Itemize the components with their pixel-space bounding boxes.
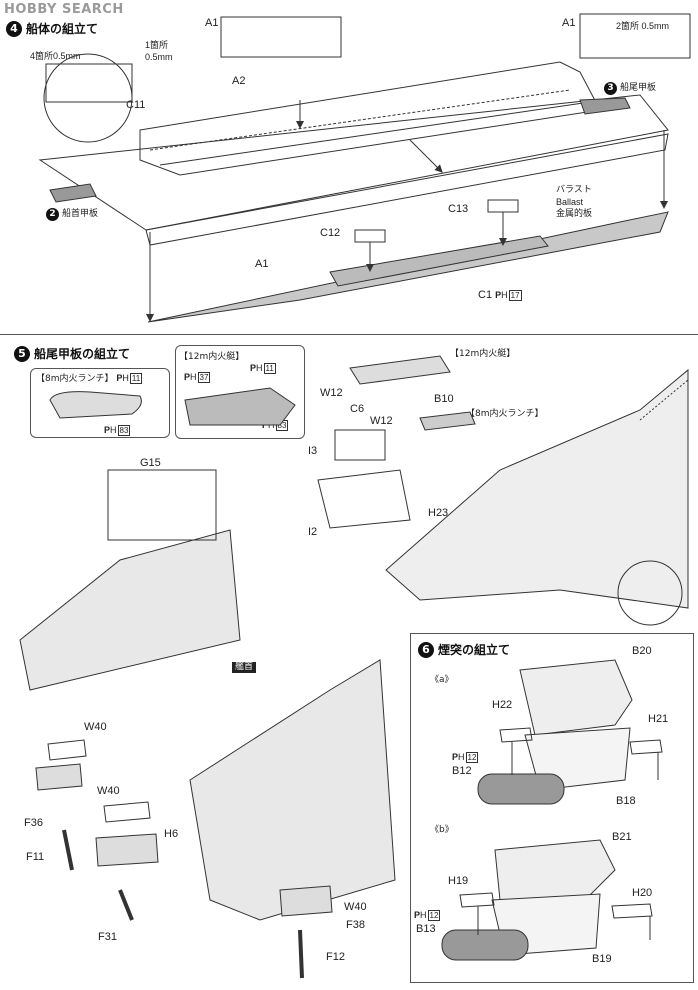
step6-sub-a: 《a》 xyxy=(430,675,454,685)
funnel-b20 xyxy=(519,659,633,736)
ballast-en: Ballast xyxy=(556,197,584,207)
drawing-boats-stack xyxy=(349,355,451,385)
part-g15 xyxy=(107,469,217,541)
part-label-w12-a: W12 xyxy=(320,387,343,399)
step6-number: 6 xyxy=(418,641,434,658)
detail-circle-magnify xyxy=(43,53,133,143)
step4-note-mid: 1箇所 0.5mm xyxy=(145,40,173,62)
inset-title-12m-boat: 【12m内火艇】 xyxy=(179,352,245,362)
midship-section xyxy=(189,659,396,921)
part-label-b12: B12 xyxy=(452,765,472,777)
part-label-c12: C12 xyxy=(320,227,341,239)
part-label-a1-left: A1 xyxy=(205,17,219,29)
part-label-b13: B13 xyxy=(416,923,436,935)
part-label-c11: C11 xyxy=(126,99,146,111)
funnel-b21 xyxy=(494,839,616,901)
step6-heading: 6 煙突の組立て xyxy=(418,641,510,658)
part-f36 xyxy=(35,763,83,791)
detail-circle-stern xyxy=(617,560,683,626)
part-label-c13: C13 xyxy=(448,203,469,215)
part-i3 xyxy=(334,429,386,461)
step4-heading: 4 船体の組立て xyxy=(6,20,98,37)
part-w40-b xyxy=(103,801,151,823)
step5-title: 船尾甲板の組立て xyxy=(34,347,131,361)
part-label-b20: B20 xyxy=(632,645,652,657)
step5-heading: 5 船尾甲板の組立て xyxy=(14,345,130,362)
part-c12 xyxy=(354,229,386,243)
part-label-i2: I2 xyxy=(308,526,318,538)
part-c1-ballast xyxy=(329,235,549,287)
part-label-b21: B21 xyxy=(612,831,632,843)
hobby-search-watermark: HOBBY SEARCH xyxy=(4,2,124,17)
part-b13 xyxy=(441,929,529,961)
part-label-a1-hull: A1 xyxy=(255,258,269,270)
part-label-w40-c: W40 xyxy=(344,901,367,913)
part-a1-hull-upper xyxy=(38,94,669,231)
section-divider-4-5 xyxy=(0,334,698,335)
step4-number: 4 xyxy=(6,20,22,37)
ballast-jp: バラスト xyxy=(556,185,592,195)
part-label-a1-right: A1 xyxy=(562,17,576,29)
detail-box-a1-right xyxy=(579,13,691,59)
part-label-w40-a: W40 xyxy=(84,721,107,733)
part-bow-deck xyxy=(49,183,97,203)
ballast-cn: 金属的板 xyxy=(556,209,593,219)
label-12m-boat: 【12m内火艇】 xyxy=(450,349,516,359)
part-label-f38: F38 xyxy=(346,919,365,931)
drawing-12m-boat xyxy=(184,387,296,426)
part-label-b19: B19 xyxy=(592,953,612,965)
step5-number: 5 xyxy=(14,345,30,362)
part-h6 xyxy=(95,833,159,867)
part-label-h6: H6 xyxy=(164,828,179,840)
step4-title: 船体の組立て xyxy=(26,22,99,36)
part-label-b10: B10 xyxy=(434,393,454,405)
part-label-g15: G15 xyxy=(140,457,161,469)
part-label-h22: H22 xyxy=(492,699,513,711)
part-label-h23: H23 xyxy=(428,507,449,519)
part-label-w40-b: W40 xyxy=(97,785,120,797)
part-label-w12-b: W12 xyxy=(370,415,393,427)
part-stern-deck xyxy=(579,97,631,115)
part-label-h20: H20 xyxy=(632,887,653,899)
part-label-f31: F31 xyxy=(98,931,117,943)
part-label-h21: H21 xyxy=(648,713,669,725)
part-b12 xyxy=(477,773,565,805)
drawing-8m-launch xyxy=(49,391,142,419)
detail-box-a1-left xyxy=(220,16,342,58)
stern-deck-main xyxy=(385,368,689,609)
part-f38 xyxy=(279,885,333,917)
label-8m-launch: 【8m内火ランチ】 xyxy=(466,409,544,419)
detail-box-drill-left xyxy=(45,63,133,103)
part-label-i3: I3 xyxy=(308,445,318,457)
part-label-f12: F12 xyxy=(326,951,345,963)
step4-note-left: 4箇所0.5mm xyxy=(30,51,81,61)
part-label-a2: A2 xyxy=(232,75,246,87)
part-label-f36: F36 xyxy=(24,817,43,829)
part-label-b18: B18 xyxy=(616,795,636,807)
part-label-h19: H19 xyxy=(448,875,469,887)
bow-direction-tag: 艦首 xyxy=(232,662,257,673)
step4-note-right: 2箇所 0.5mm xyxy=(616,21,670,31)
part-label-f11: F11 xyxy=(26,851,45,863)
step6-sub-b: 《b》 xyxy=(430,825,454,835)
part-w40-a xyxy=(47,739,87,761)
bow-deck-left xyxy=(19,529,241,691)
part-i2 xyxy=(317,469,411,529)
part-c13 xyxy=(487,199,519,213)
part-label-c6: C6 xyxy=(350,403,365,415)
step6-title: 煙突の組立て xyxy=(438,643,511,657)
